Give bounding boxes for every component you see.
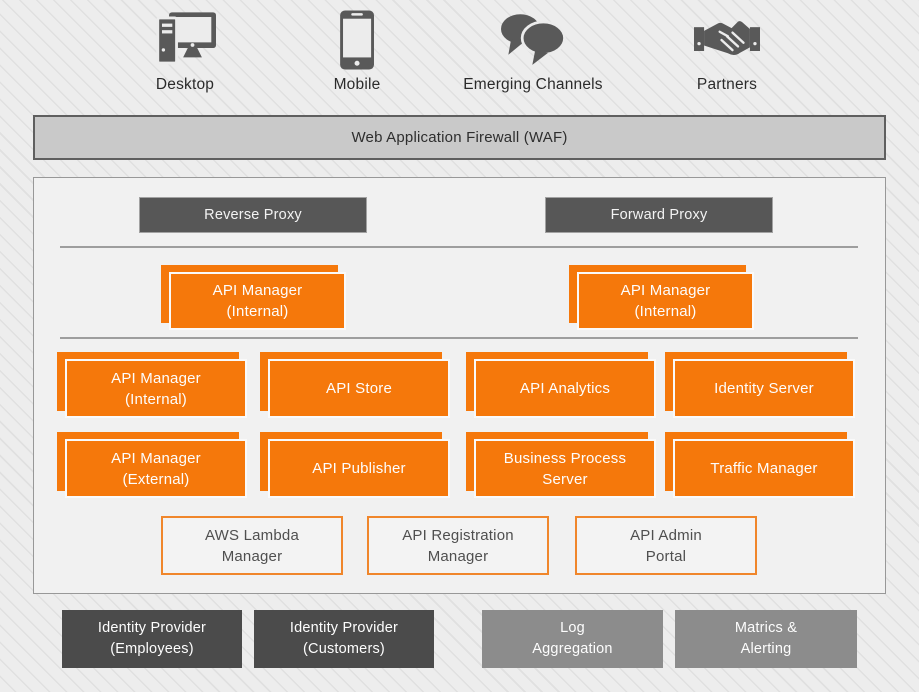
channel-mobile: Mobile [334, 8, 381, 94]
channel-label: Partners [696, 76, 758, 93]
box-label: API Registration Manager [402, 526, 514, 565]
box-api-manager-internal-stack-right: API Manager (Internal) [569, 265, 754, 330]
handshake-icon [694, 8, 760, 72]
box-api-manager-external: API Manager (External) [57, 432, 247, 498]
channel-emerging: Emerging Channels [463, 8, 603, 94]
box-label: API Analytics [519, 380, 611, 397]
box-label: API Manager (External) [111, 449, 201, 488]
mobile-icon [340, 8, 375, 72]
box-log-aggregation: Log Aggregation [482, 610, 663, 668]
box-label: Forward Proxy [610, 207, 708, 223]
channel-label: Desktop [155, 76, 215, 93]
box-label: Traffic Manager [710, 460, 818, 477]
box-identity-server: Identity Server [665, 352, 855, 418]
divider-line [60, 337, 858, 339]
box-label: AWS Lambda Manager [205, 526, 299, 565]
box-api-registration-manager: API Registration Manager [367, 516, 549, 575]
box-aws-lambda-manager: AWS Lambda Manager [161, 516, 343, 575]
box-api-manager-internal: API Manager (Internal) [57, 352, 247, 418]
box-business-process-server: Business Process Server [466, 432, 656, 498]
desktop-icon [154, 8, 216, 72]
box-traffic-manager: Traffic Manager [665, 432, 855, 498]
box-api-store: API Store [260, 352, 450, 418]
box-label: Reverse Proxy [204, 207, 302, 223]
box-label: Identity Provider (Customers) [289, 620, 399, 657]
box-label: API Publisher [312, 460, 406, 477]
box-forward-proxy: Forward Proxy [545, 197, 773, 233]
box-label: Log Aggregation [532, 620, 613, 657]
box-identity-provider-employees: Identity Provider (Employees) [62, 610, 242, 668]
box-identity-provider-customers: Identity Provider (Customers) [254, 610, 434, 668]
box-label: Identity Server [714, 380, 814, 397]
box-api-analytics: API Analytics [466, 352, 656, 418]
box-label: API Manager (Internal) [620, 282, 711, 320]
channel-desktop: Desktop [154, 8, 216, 94]
box-label: Business Process Server [503, 449, 627, 488]
box-label: API Admin Portal [630, 526, 702, 565]
channel-label: Mobile [333, 76, 381, 93]
gateway-panel: Reverse Proxy Forward Proxy API Manager … [33, 177, 886, 594]
box-label: Identity Provider (Employees) [97, 620, 207, 657]
box-matrics-alerting: Matrics & Alerting [675, 610, 857, 668]
box-label: API Manager (Internal) [212, 282, 303, 320]
channel-partners: Partners [694, 8, 760, 94]
box-api-manager-internal-stack-left: API Manager (Internal) [161, 265, 346, 330]
chat-bubbles-icon [498, 8, 568, 72]
waf-label: Web Application Firewall (WAF) [351, 129, 568, 146]
box-label: API Manager (Internal) [111, 369, 201, 408]
waf-bar: Web Application Firewall (WAF) [33, 115, 886, 160]
box-api-publisher: API Publisher [260, 432, 450, 498]
box-reverse-proxy: Reverse Proxy [139, 197, 367, 233]
divider-line [60, 246, 858, 248]
channel-label: Emerging Channels [463, 76, 603, 93]
box-label: API Store [326, 380, 392, 397]
box-api-admin-portal: API Admin Portal [575, 516, 757, 575]
box-label: Matrics & Alerting [734, 620, 798, 657]
